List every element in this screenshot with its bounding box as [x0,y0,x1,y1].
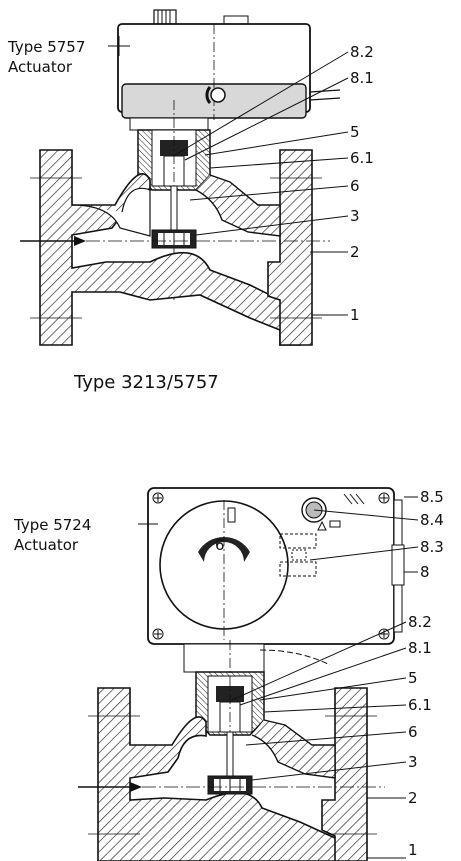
top-callout: 8.1 [350,69,374,87]
bottom-callout: 8.5 [420,488,444,506]
bottom-callout: 8.4 [420,511,444,529]
top-callout: 2 [350,243,360,261]
top-callout: 5 [350,123,360,141]
actuator-5757-housing [117,23,341,120]
top-callout: 8.2 [350,43,374,61]
valve-body-top [20,149,330,346]
top-caption: Type 3213/5757 [73,372,219,393]
bottom-callout: 6.1 [408,696,432,714]
bottom-callout: 6 [408,723,418,741]
valve-body-bottom [78,687,385,861]
top-callout: 6.1 [350,149,374,167]
dial-value: 6 [215,536,225,554]
bottom-callout: 8.2 [408,613,432,631]
actuator-5724-housing: 6 [147,487,405,645]
top-callout: 6 [350,177,360,195]
bottom-callout: 5 [408,669,418,687]
bottom-callout: 2 [408,789,418,807]
bottom-callout: 8.1 [408,639,432,657]
top-leaders [174,51,349,316]
top-actuator-word-label: Actuator [8,58,73,76]
bottom-actuator-type-label: Type 5724 [13,516,91,534]
actuator-knob [153,9,249,25]
bottom-callout: 3 [408,753,418,771]
bottom-actuator-word-label: Actuator [14,536,79,554]
top-callout: 1 [350,306,360,324]
bonnet-top [129,100,211,300]
top-actuator-type-label: Type 5757 [7,38,85,56]
bottom-assembly: 6 [13,487,444,861]
bottom-leaders [231,496,419,859]
bottom-callout: 8 [420,563,430,581]
bottom-callout: 1 [408,841,418,859]
bonnet-bottom [183,640,331,861]
top-assembly: Type 5757 Actuator 8.2 8.1 5 6.1 6 3 2 1… [7,9,374,393]
top-callout: 3 [350,207,360,225]
bottom-callout: 8.3 [420,538,444,556]
